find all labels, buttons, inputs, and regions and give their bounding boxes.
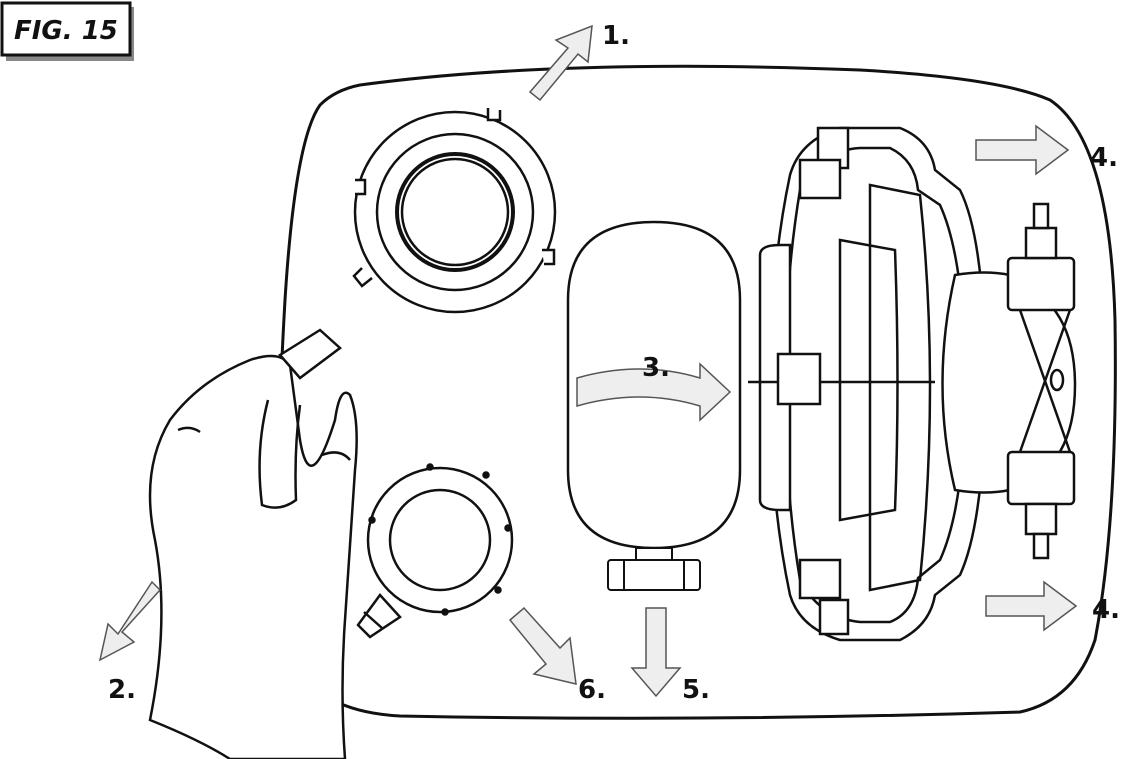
- step-label-6: 6.: [578, 675, 606, 705]
- step-label-5: 5.: [682, 675, 710, 705]
- arrow-step2: [98, 580, 162, 662]
- figure-label-box: FIG. 15: [0, 1, 134, 61]
- step-label-1: 1.: [602, 21, 630, 51]
- step-label-4-top: 4.: [1090, 143, 1118, 173]
- step-label-2: 2.: [108, 675, 136, 705]
- arrow-step5: [630, 607, 682, 698]
- hand: [148, 328, 358, 759]
- figure-label: FIG. 15: [14, 16, 118, 46]
- rotation-arrow: [576, 362, 732, 422]
- retaining-ring-top: [352, 108, 557, 314]
- step-label-3: 3.: [642, 353, 670, 383]
- socket-assembly: [941, 202, 1077, 560]
- arrow-step6: [508, 606, 577, 685]
- arrow-step4-bottom: [985, 580, 1078, 632]
- arrow-step4-top: [975, 124, 1070, 176]
- reflector-assembly: [748, 126, 987, 642]
- step-label-4-bottom: 4.: [1092, 595, 1120, 625]
- collar-ring-bottom: [356, 463, 514, 639]
- arrow-step1: [528, 24, 593, 102]
